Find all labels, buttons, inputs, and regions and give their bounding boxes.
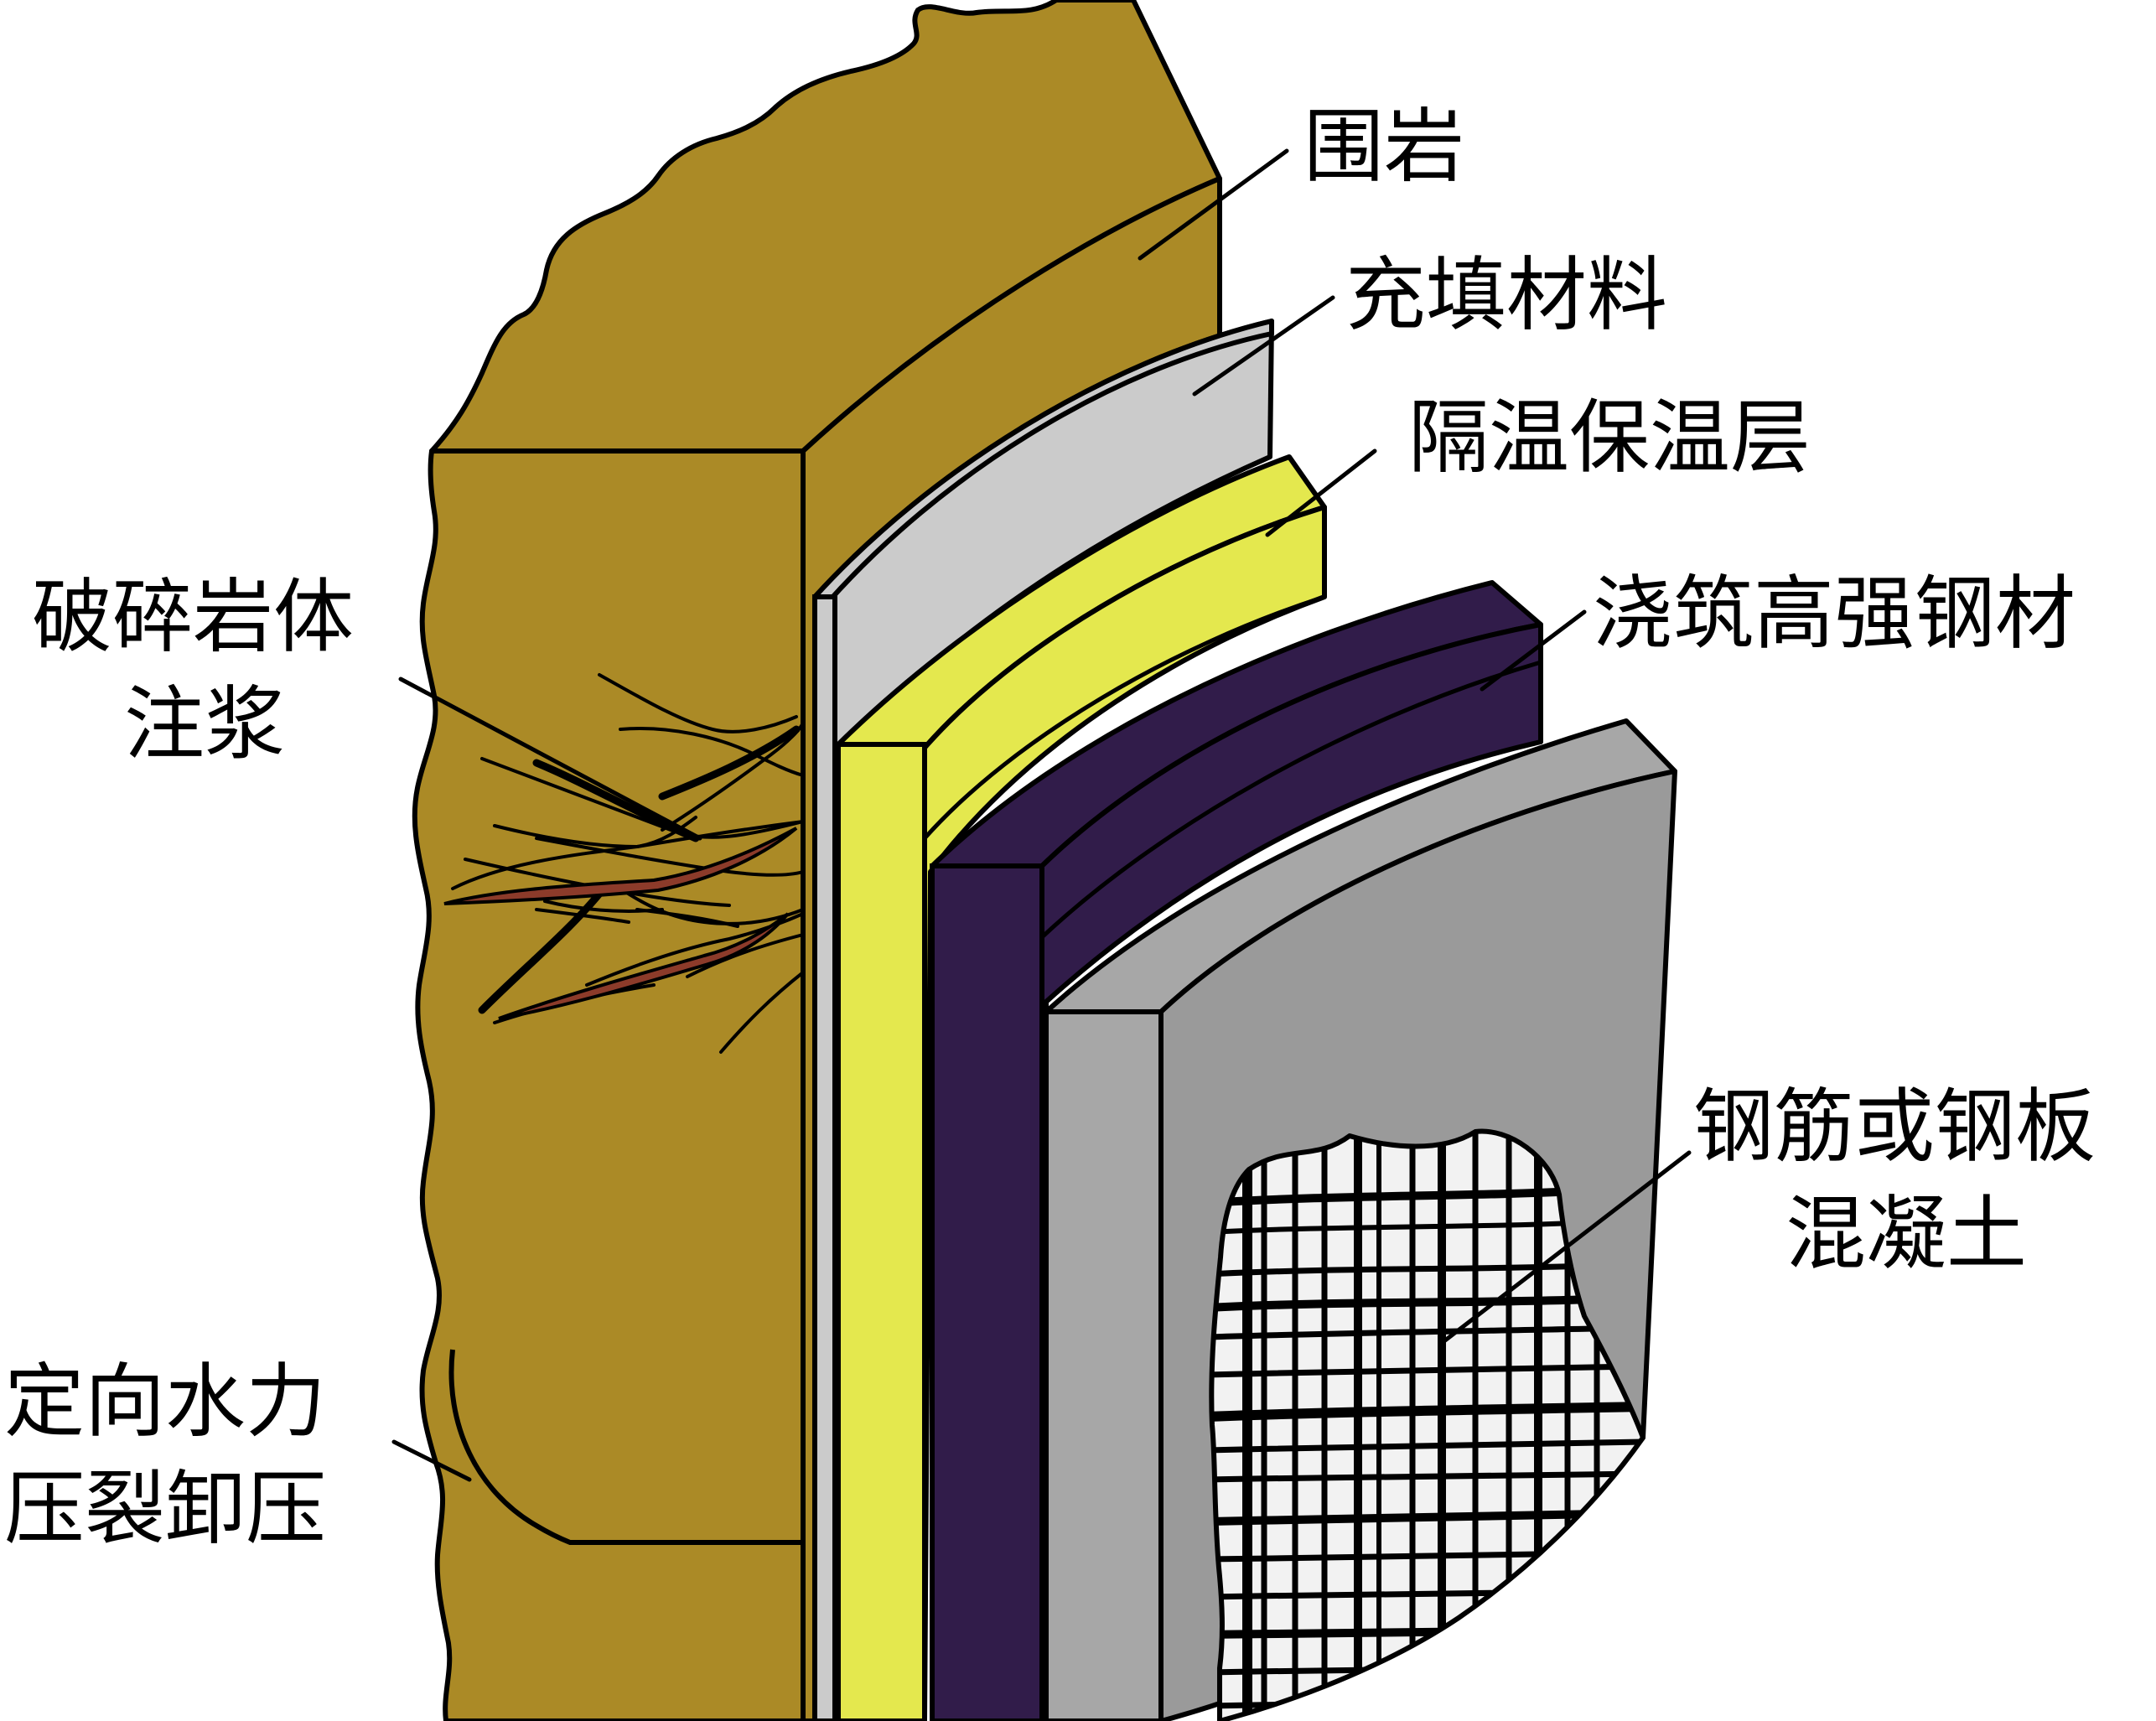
leader-broken-rock [398, 676, 702, 841]
label-surrounding-rock-text: 围岩 [1303, 100, 1464, 194]
label-insulation-layer: 隔温保温层 [1408, 394, 1811, 481]
steel-side-face [1039, 622, 1543, 1721]
leader-steel [1480, 609, 1587, 692]
steel-front-face [930, 863, 1044, 1721]
label-filling-material: 充填材料 [1345, 251, 1667, 339]
label-rebar-concrete: 钢筋或钢板 混凝土 [1693, 1073, 2096, 1288]
hydraulic-fracture-arc [448, 1349, 803, 1545]
high-strength-steel-layer [930, 580, 1543, 1721]
concrete-front-face [1044, 1009, 1164, 1721]
label-filling-material-text: 充填材料 [1345, 248, 1667, 342]
concrete-inner-curve [1159, 769, 1676, 1013]
label-high-strength-steel-text: 浇筑高强钢材 [1593, 567, 2076, 661]
grout-veins [443, 827, 798, 1020]
leader-filling-material [1192, 295, 1335, 397]
insulation-inner-curve [923, 594, 1325, 840]
label-surrounding-rock: 围岩 [1303, 103, 1464, 190]
grout-vein-2 [498, 912, 790, 1020]
filling-material-layer [812, 319, 1274, 1721]
leader-hydraulic [391, 1439, 472, 1482]
grout-vein-1 [443, 827, 798, 905]
label-directional-hydraulic-text: 定向水力 [4, 1355, 326, 1449]
rock-inner-curve [801, 176, 1221, 453]
mesh-outline [1209, 1128, 1646, 1721]
filling-front-face [812, 594, 837, 1721]
label-broken-rock-grouting: 破碎岩体 注浆 [32, 563, 354, 778]
label-rebar-text: 钢筋或钢板 [1693, 1080, 2096, 1174]
reinforced-concrete-layer [1044, 718, 1677, 1721]
label-concrete-text: 混凝土 [1785, 1187, 2027, 1281]
rock-fractures [451, 673, 805, 1054]
rock-top-face [429, 0, 1222, 454]
insulation-layer [836, 454, 1327, 1721]
leader-surrounding-rock [1138, 148, 1289, 261]
leader-rebar-concrete [1439, 1150, 1692, 1345]
label-grouting-text: 注浆 [124, 677, 285, 771]
leader-lines [391, 148, 1692, 1482]
label-broken-rock-text: 破碎岩体 [32, 570, 354, 664]
label-high-strength-steel: 浇筑高强钢材 [1593, 570, 2076, 657]
leader-insulation [1265, 448, 1377, 537]
label-hydraulic-fracturing: 定向水力 压裂卸压 [4, 1348, 326, 1563]
label-insulation-layer-text: 隔温保温层 [1408, 391, 1811, 485]
filling-top-edge [812, 319, 1274, 604]
rock-front-face [412, 448, 806, 1721]
insulation-front-face [836, 742, 927, 1721]
label-fracture-relief-text: 压裂卸压 [4, 1462, 326, 1556]
steel-inner-curve [1040, 660, 1542, 939]
